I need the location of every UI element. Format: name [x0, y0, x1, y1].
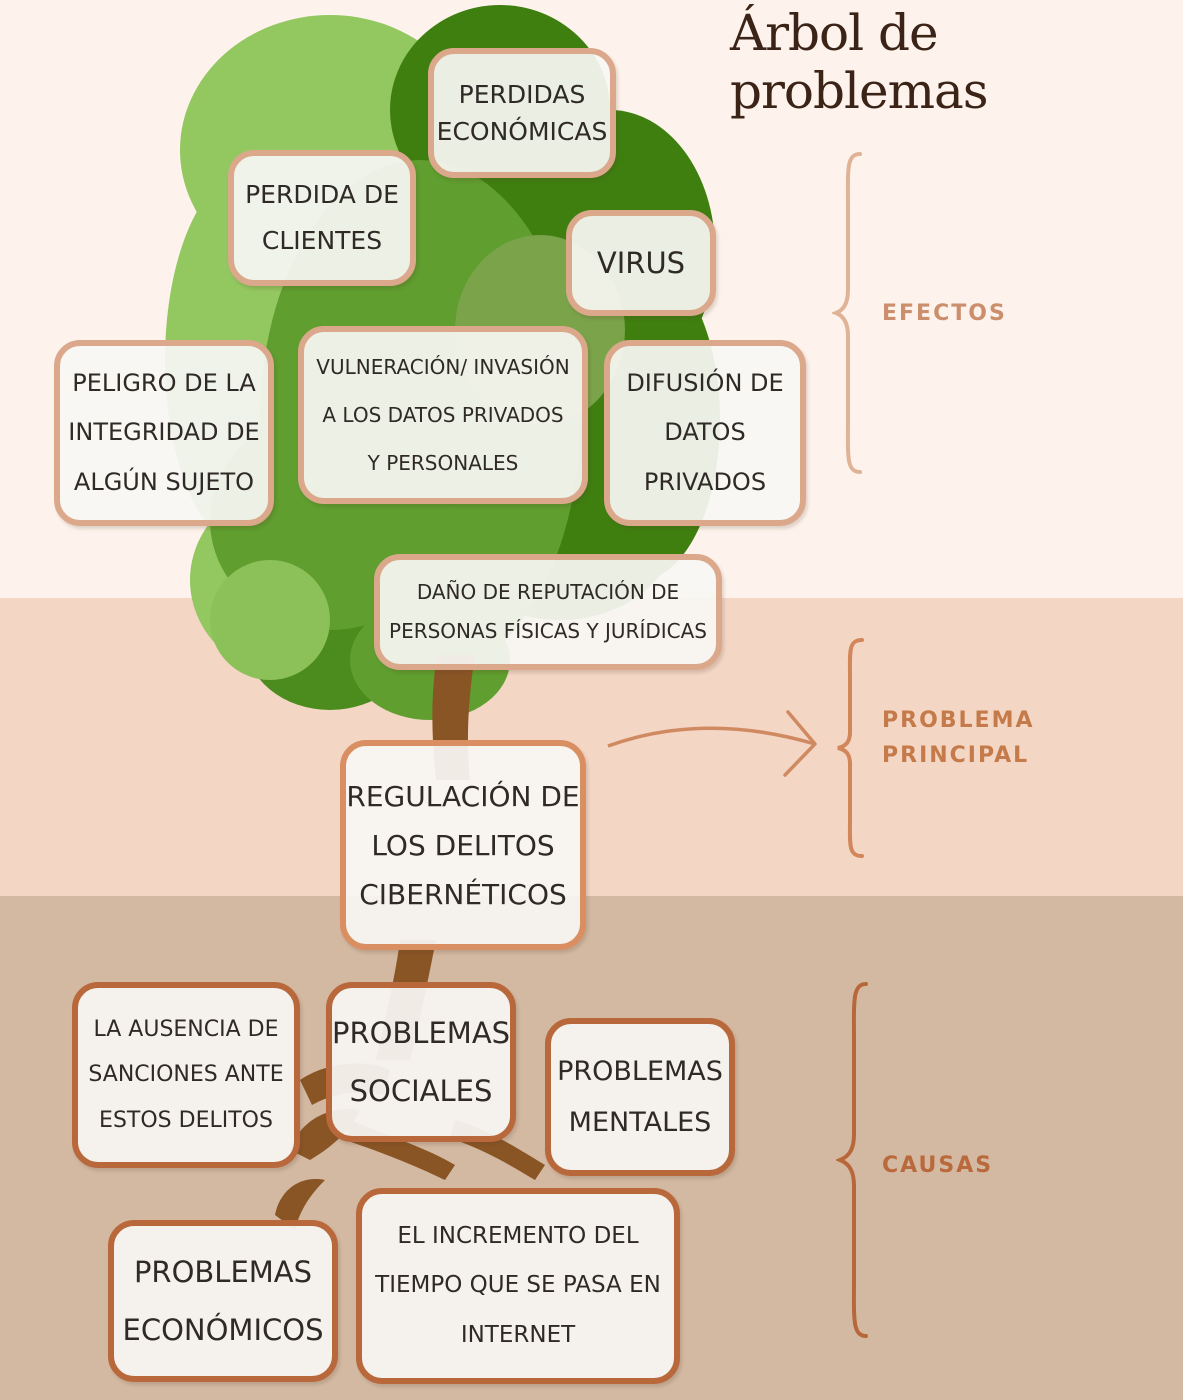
page-title: Árbol de problemas	[730, 4, 988, 120]
effects-brace	[832, 152, 862, 474]
arrow-head	[783, 710, 817, 777]
cause-incremento-tiempo: EL INCREMENTO DEL TIEMPO QUE SE PASA EN …	[356, 1188, 680, 1384]
main-problem-box: REGULACIÓN DE LOS DELITOS CIBERNÉTICOS	[340, 740, 586, 950]
effect-perdidas-economicas: PERDIDAS ECONÓMICAS	[428, 48, 616, 178]
causes-label: CAUSAS	[882, 1153, 994, 1178]
effect-perdida-clientes: PERDIDA DE CLIENTES	[228, 150, 416, 286]
effect-peligro-integridad: PELIGRO DE LA INTEGRIDAD DE ALGÚN SUJETO	[54, 340, 274, 526]
cause-problemas-mentales: PROBLEMAS MENTALES	[545, 1018, 735, 1176]
effect-virus: VIRUS	[566, 210, 716, 316]
effect-dano-reputacion: DAÑO DE REPUTACIÓN DE PERSONAS FÍSICAS Y…	[374, 554, 722, 670]
causes-brace	[836, 982, 868, 1338]
cause-problemas-sociales: PROBLEMAS SOCIALES	[326, 982, 516, 1142]
effects-label: EFECTOS	[882, 301, 1007, 326]
effect-vulneracion: VULNERACIÓN/ INVASIÓN A LOS DATOS PRIVAD…	[298, 326, 588, 504]
arrow-to-main-problem	[607, 726, 816, 748]
cause-problemas-economicos: PROBLEMAS ECONÓMICOS	[108, 1220, 338, 1382]
main-problem-brace	[837, 638, 864, 858]
effect-difusion: DIFUSIÓN DE DATOS PRIVADOS	[604, 340, 806, 526]
cause-ausencia-sanciones: LA AUSENCIA DE SANCIONES ANTE ESTOS DELI…	[72, 982, 300, 1168]
main-problem-label: PROBLEMA PRINCIPAL	[882, 708, 1035, 769]
